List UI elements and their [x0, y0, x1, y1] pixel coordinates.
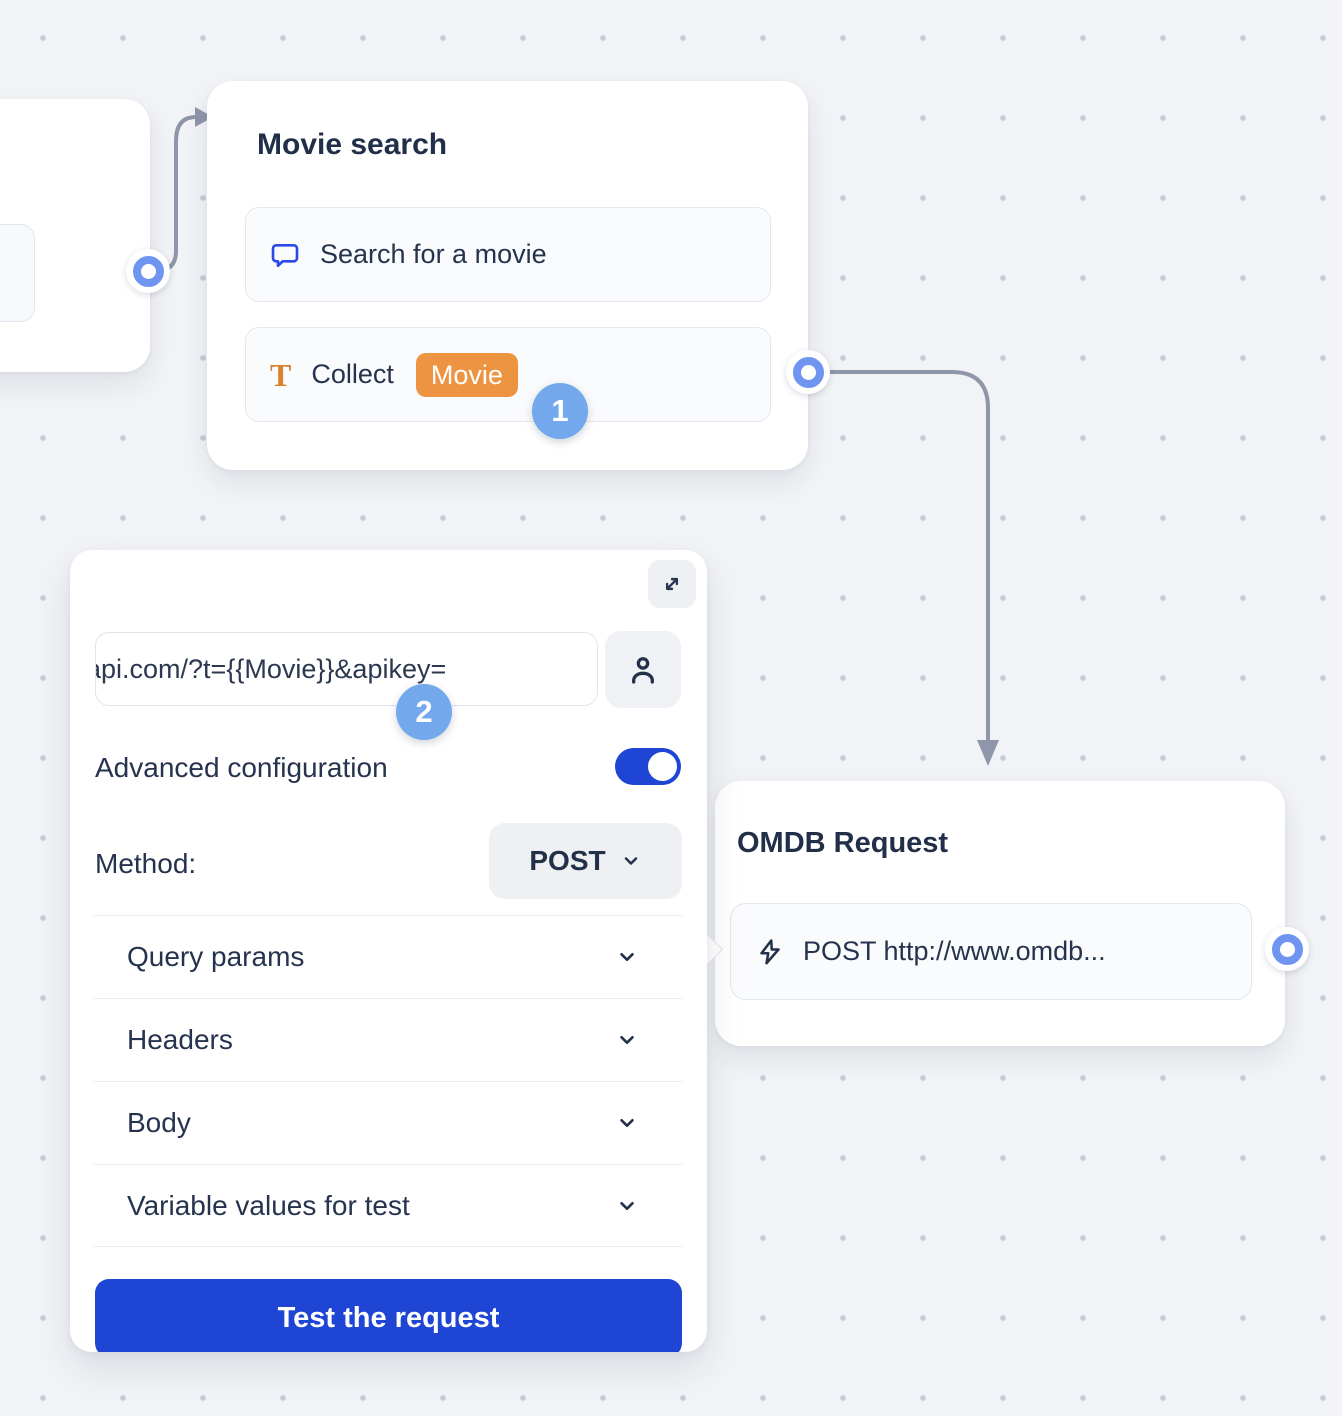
connector-line-movie-to-omdb: [824, 370, 990, 744]
omdb-request-node[interactable]: OMDB Request POST http://www.omdb...: [715, 781, 1285, 1046]
block-label: Search for a movie: [320, 239, 547, 269]
section-variable-values-for-test[interactable]: Variable values for test: [93, 1164, 683, 1247]
step-badge-2: 2: [396, 684, 452, 740]
connector-arrowhead-down: [977, 740, 999, 766]
chevron-down-icon: [620, 1035, 634, 1045]
test-request-button[interactable]: Test the request: [95, 1279, 682, 1352]
output-port-omdb-node[interactable]: [1265, 927, 1309, 971]
method-label: Method:: [95, 848, 197, 879]
section-body[interactable]: Body: [93, 1081, 683, 1164]
section-label: Variable values for test: [127, 1189, 410, 1221]
variable-chip[interactable]: Movie: [415, 352, 518, 397]
chevron-down-icon: [620, 952, 634, 962]
block-send-message[interactable]: Search for a movie: [245, 207, 771, 302]
text-type-icon: T: [270, 356, 292, 393]
block-label: POST http://www.omdb...: [803, 936, 1106, 966]
partial-node-row[interactable]: [0, 224, 35, 322]
output-port-movie-node[interactable]: [786, 350, 830, 394]
port-ring-icon: [792, 356, 824, 388]
section-label: Headers: [127, 1024, 233, 1055]
webhook-url-input[interactable]: [95, 632, 598, 706]
partial-node-card[interactable]: [0, 99, 150, 372]
advanced-configuration-toggle[interactable]: [615, 748, 681, 785]
port-ring-icon: [1271, 933, 1303, 965]
toggle-knob: [648, 752, 677, 781]
chevron-down-icon: [620, 1201, 634, 1210]
connector-line-into-movie-node: [148, 115, 198, 273]
output-port-partial-node[interactable]: [126, 249, 170, 293]
section-headers[interactable]: Headers: [93, 998, 683, 1081]
step-badge-1: 1: [532, 383, 588, 439]
config-sections: Query params Headers Body Variable value…: [93, 915, 683, 1247]
expand-icon: [665, 577, 679, 591]
chevron-down-icon: [620, 1118, 634, 1128]
block-label: Collect: [311, 359, 394, 389]
node-title: OMDB Request: [737, 827, 949, 859]
lightning-icon: [760, 938, 780, 964]
port-ring-icon: [132, 255, 164, 287]
method-value: POST: [529, 845, 606, 876]
method-dropdown[interactable]: POST: [489, 823, 682, 899]
section-label: Body: [127, 1107, 191, 1138]
block-collect-input[interactable]: T Collect Movie: [245, 327, 771, 422]
person-icon: [632, 656, 654, 684]
section-query-params[interactable]: Query params: [93, 915, 683, 998]
node-title: Movie search: [257, 128, 448, 161]
webhook-config-panel: Advanced configuration Method: POST Quer…: [70, 550, 707, 1352]
expand-button[interactable]: [648, 560, 696, 608]
user-variable-button[interactable]: [605, 631, 681, 708]
movie-search-node[interactable]: Movie search Search for a movie T Collec…: [207, 81, 808, 470]
section-label: Query params: [127, 941, 305, 972]
chat-bubble-icon: [271, 243, 299, 267]
block-webhook-request[interactable]: POST http://www.omdb...: [730, 903, 1252, 1000]
advanced-configuration-label: Advanced configuration: [95, 752, 388, 783]
chevron-down-icon: [624, 857, 637, 865]
